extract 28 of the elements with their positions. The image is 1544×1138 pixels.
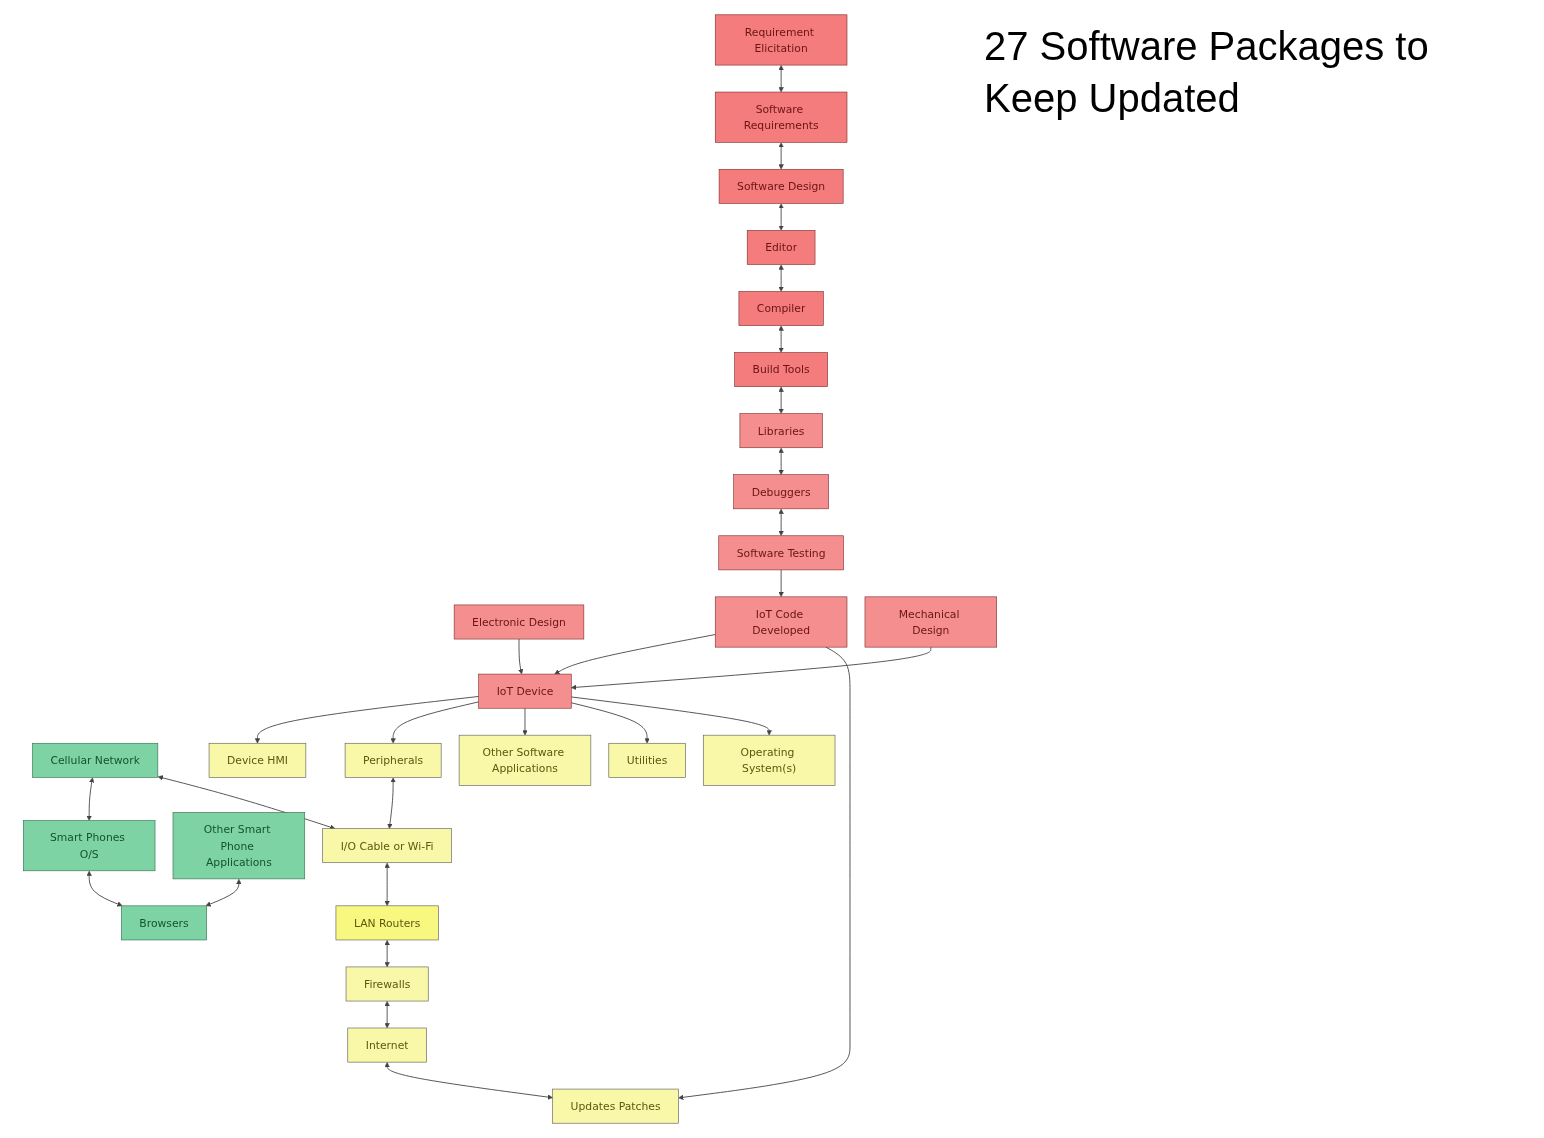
node-box: Other Software Applications	[458, 734, 592, 786]
node-box: Updates Patches	[552, 1088, 679, 1124]
node-box: Device HMI	[208, 742, 307, 778]
node-box: LAN Routers	[335, 905, 439, 941]
node-box: Requirement Elicitation	[714, 14, 848, 66]
node-box: Libraries	[739, 413, 823, 449]
node-box: Internet	[347, 1027, 427, 1063]
node-box: Cellular Network	[32, 742, 159, 778]
node-box: IoT Device	[478, 673, 572, 709]
node-box: IoT Code Developed	[714, 596, 848, 648]
node-box: Electronic Design	[453, 604, 585, 640]
diagram-title: 27 Software Packages to Keep Updated	[984, 23, 1430, 122]
node-box: Browsers	[121, 905, 207, 941]
node-box: Software Testing	[718, 535, 844, 571]
node-box: Editor	[746, 230, 816, 265]
node-box: Software Design	[718, 169, 844, 204]
node-box: Software Requirements	[714, 91, 848, 143]
node-box: Smart Phones O/S	[23, 820, 156, 872]
node-box: Build Tools	[734, 352, 828, 387]
node-box: Operating System(s)	[703, 734, 836, 786]
node-box: Mechanical Design	[864, 596, 997, 648]
node-box: Debuggers	[733, 474, 829, 510]
node-box: I/O Cable or Wi-Fi	[322, 828, 452, 863]
node-box: Peripherals	[344, 742, 442, 778]
node-box: Other Smart Phone Applications	[172, 812, 306, 880]
node-box: Firewalls	[345, 966, 429, 1002]
node-box: Utilities	[608, 742, 686, 778]
node-box: Compiler	[738, 291, 824, 326]
